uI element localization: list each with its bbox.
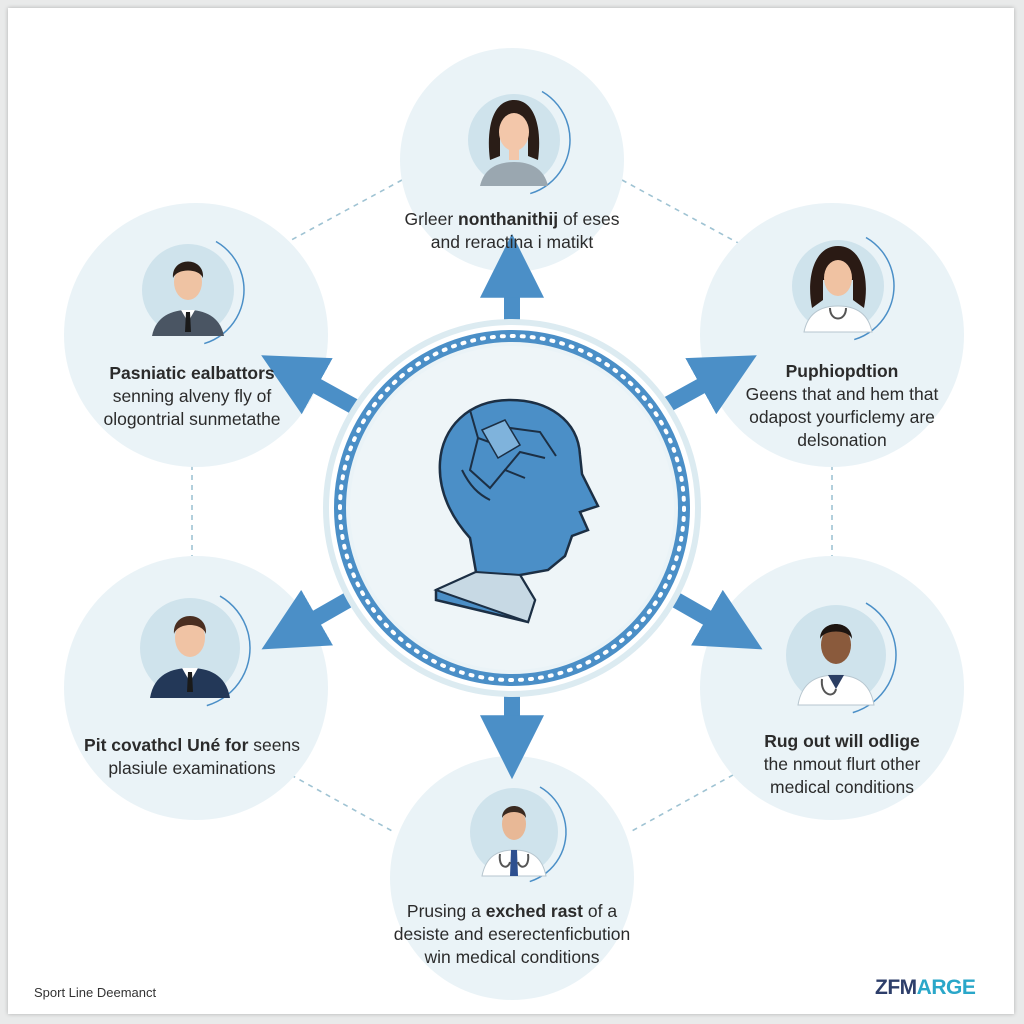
brand-logo: ZFMARGE: [875, 976, 976, 1000]
connector-lower-left-bottom: [281, 769, 395, 833]
node-text-segment: of a: [583, 901, 618, 921]
node-text-segment: nonthanithij: [458, 209, 559, 229]
node-text-line: senning alveny fly of: [52, 385, 332, 408]
connector-lines: [191, 179, 833, 833]
node-text-segment: ologontrial sunmetathe: [103, 409, 281, 429]
node-text-line: Prusing a exched rast of a: [362, 900, 662, 923]
node-text-segment: win medical conditions: [424, 947, 600, 967]
node-text-segment: and reractina i matikt: [430, 232, 594, 252]
center-dots-ring: [338, 334, 686, 682]
node-text-segment: Grleer: [404, 209, 459, 229]
node-text-line: and reractina i matikt: [362, 231, 662, 254]
node-circle-bottom: [390, 756, 634, 1000]
node-text-line: medical conditions: [712, 776, 972, 799]
node-text-lower-right: Rug out will odlige the nmout flurt other…: [712, 730, 972, 799]
connector-top-upper-left: [281, 179, 403, 246]
female-doctor-icon: [781, 229, 895, 343]
man-suit-icon: [131, 233, 245, 347]
node-text-segment: Prusing a: [406, 901, 486, 921]
node-text-line: plasiule examinations: [52, 757, 332, 780]
node-text-line: Grleer nonthanithij of eses: [362, 208, 662, 231]
node-text-upper-left: Pasniatic ealbattors senning alveny fly o…: [52, 362, 332, 431]
node-text-line: odapost yourficlemy are: [712, 406, 972, 429]
node-text-line: Rug out will odlige: [712, 730, 972, 753]
node-text-segment: Rug out will odlige: [764, 731, 920, 751]
node-text-segment: Puphiopdtion: [785, 361, 899, 381]
node-circle-upper-right: [700, 203, 964, 467]
node-text-segment: desiste and eserectenficbution: [393, 924, 631, 944]
male-doctor-icon: [775, 594, 897, 716]
connector-top-upper-right: [621, 179, 743, 246]
node-text-segment: delsonation: [797, 430, 887, 450]
businessman-icon: [129, 587, 251, 709]
node-text-line: Geens that and hem that: [712, 383, 972, 406]
node-text-line: win medical conditions: [362, 946, 662, 969]
node-text-segment: exched rast: [485, 901, 583, 921]
node-text-segment: the nmout flurt other: [763, 754, 921, 774]
node-text-segment: medical conditions: [770, 777, 914, 797]
node-text-line: desiste and eserectenficbution: [362, 923, 662, 946]
node-text-segment: Geens that and hem that: [745, 384, 939, 404]
node-text-line: ologontrial sunmetathe: [52, 408, 332, 431]
node-text-line: delsonation: [712, 429, 972, 452]
woman-icon: [457, 83, 571, 197]
avatars: [129, 83, 897, 885]
node-text-line: Pit covathcl Uné for seens: [52, 734, 332, 757]
node-text-segment: plasiule examinations: [108, 758, 276, 778]
node-text-segment: Pasniatic ealbattors: [109, 363, 275, 383]
node-text-segment: seens: [248, 735, 300, 755]
node-text-segment: odapost yourficlemy are: [749, 407, 935, 427]
node-text-line: Pasniatic ealbattors: [52, 362, 332, 385]
node-text-segment: of eses: [558, 209, 620, 229]
human-head-brain-icon: [433, 398, 600, 624]
footer-caption: Sport Line Deemanct: [34, 985, 157, 1000]
node-text-line: the nmout flurt other: [712, 753, 972, 776]
center-hub: [323, 319, 701, 697]
connector-lower-right-bottom: [629, 769, 743, 833]
logo-accent: ARGE: [916, 976, 976, 999]
doctor-tie-icon: [461, 779, 567, 885]
node-text-segment: senning alveny fly of: [112, 386, 272, 406]
logo-main: ZFM: [875, 976, 917, 999]
node-text-segment: Pit covathcl Uné for: [84, 735, 249, 755]
node-text-line: Puphiopdtion: [712, 360, 972, 383]
